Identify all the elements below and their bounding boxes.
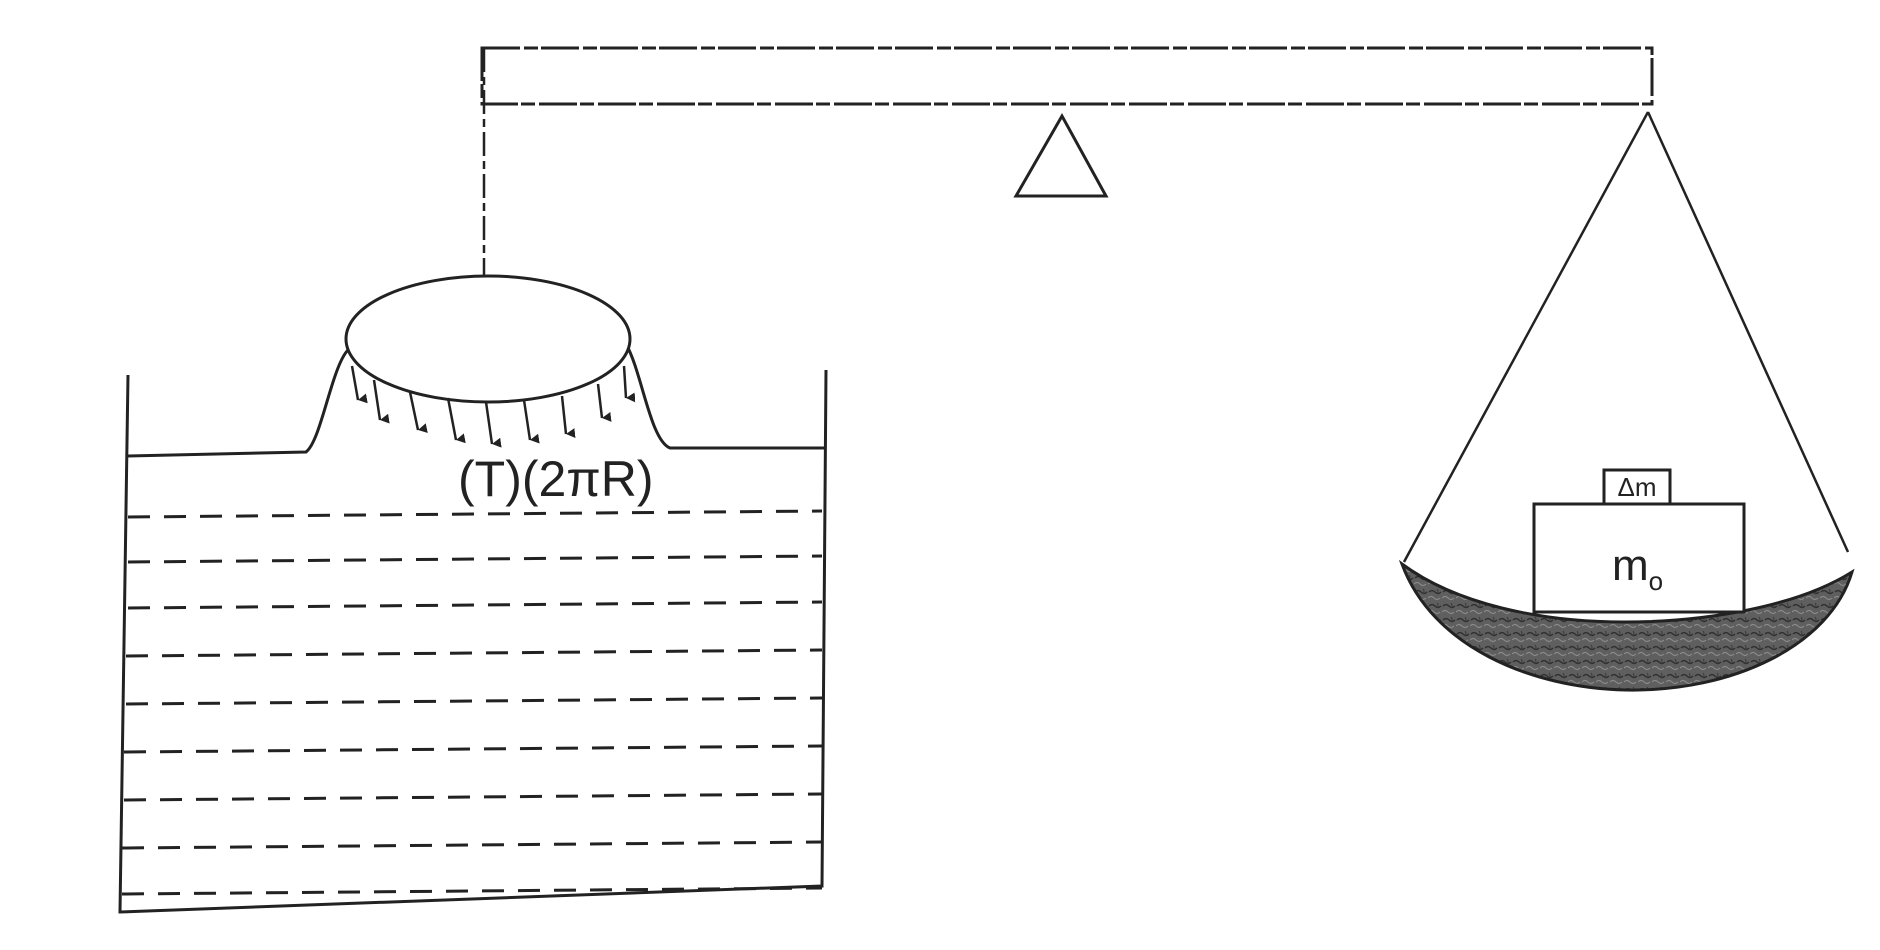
fulcrum-triangle [1013,112,1109,198]
ring-disc [344,274,632,404]
small-mass-block [1602,468,1672,506]
tension-label: (T)(2πR) [458,451,654,507]
tension-force-arrows [350,365,636,448]
liquid-container [118,369,828,914]
balance-pan [1398,559,1855,692]
mass-label: mo [1612,541,1663,596]
liquid-surface [127,343,826,458]
liquid-body [121,509,823,896]
pan-strings [1402,111,1850,563]
small-mass-label: Δm [1617,472,1656,502]
balance-beam [480,46,1654,106]
